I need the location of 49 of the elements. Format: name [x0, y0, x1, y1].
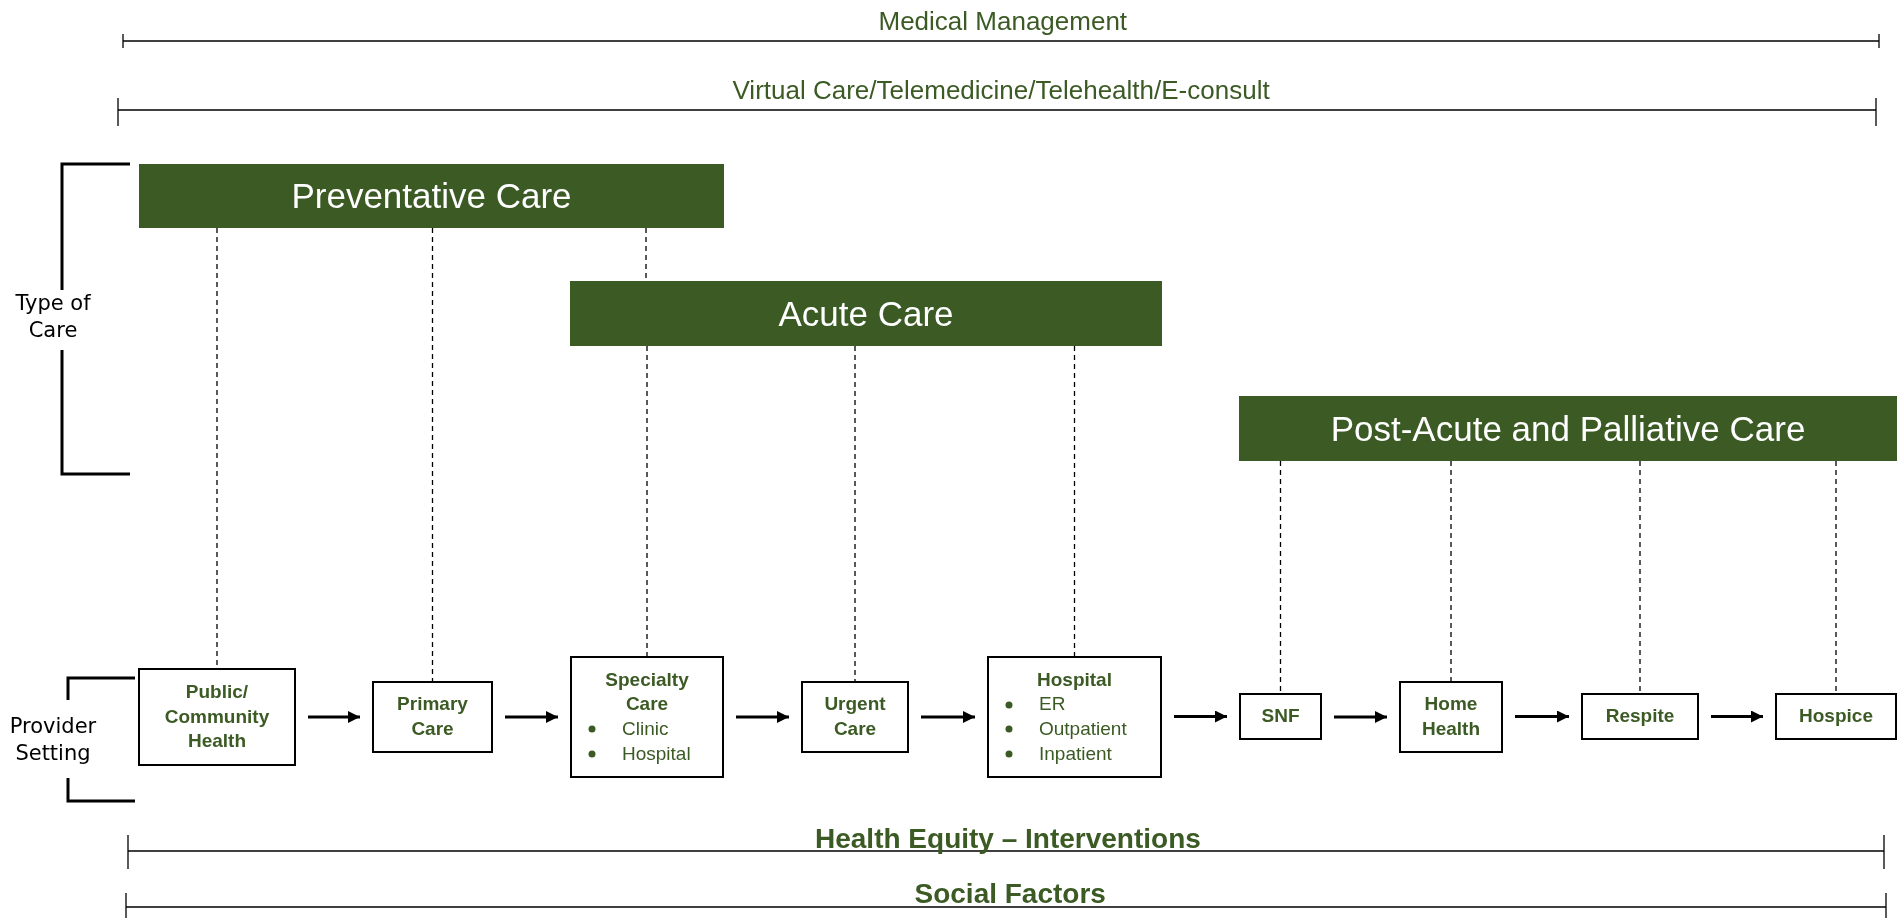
provider-box	[801, 681, 909, 753]
bullet-item: ER	[1039, 692, 1066, 717]
box-title: Public/ Community Health	[163, 679, 271, 754]
provider-box	[372, 681, 493, 753]
provider-box	[570, 656, 724, 778]
provider-box	[1239, 693, 1322, 740]
bar-title: Acute Care	[778, 293, 954, 334]
dashed-connector	[854, 345, 856, 682]
span-label: Medical Management	[878, 6, 1128, 37]
dashed-connector	[646, 345, 648, 657]
dashed-connector	[431, 227, 434, 682]
dashed-connector	[1279, 460, 1282, 694]
care-type-bar	[1239, 396, 1897, 461]
span-label: Virtual Care/Telemedicine/Telehealth/E-consult	[732, 75, 1270, 106]
box-title: SNF	[1261, 704, 1300, 729]
provider-box	[1581, 693, 1699, 740]
dashed-connector	[1835, 460, 1837, 694]
arrow	[308, 711, 360, 723]
box-title: Specialty Care	[604, 667, 690, 717]
box-title: Hospital	[1037, 667, 1112, 692]
arrow	[1515, 710, 1569, 723]
provider-box	[1399, 681, 1503, 753]
box-title: Urgent Care	[823, 692, 887, 741]
provider-box	[1775, 693, 1897, 740]
span-label: Social Factors	[914, 878, 1106, 910]
bullet-item: Outpatient	[1039, 717, 1127, 741]
span-label: Health Equity – Interventions	[815, 823, 1201, 855]
arrow	[1711, 710, 1763, 723]
dashed-connector	[1073, 345, 1076, 657]
bar-title: Preventative Care	[291, 176, 572, 216]
bullet-item: Clinic	[622, 717, 669, 741]
box-title: Hospice	[1799, 704, 1873, 729]
bullet-item: Hospital	[622, 741, 691, 766]
bullet-item: Inpatient	[1039, 741, 1112, 766]
arrow	[736, 711, 789, 723]
box-title: Respite	[1605, 704, 1675, 729]
provider-box	[987, 656, 1162, 778]
arrow	[1174, 710, 1227, 723]
dashed-connector	[1639, 460, 1641, 694]
care-type-bar	[139, 164, 724, 228]
care-type-bar	[570, 281, 1162, 346]
box-title: Primary Care	[396, 692, 469, 741]
dashed-connector	[1450, 460, 1452, 682]
provider-box	[138, 668, 296, 766]
arrow	[505, 711, 558, 723]
bar-title: Post-Acute and Palliative Care	[1330, 408, 1806, 449]
arrow	[921, 711, 975, 723]
box-title: Home Health	[1420, 692, 1482, 741]
arrow	[1334, 711, 1387, 723]
